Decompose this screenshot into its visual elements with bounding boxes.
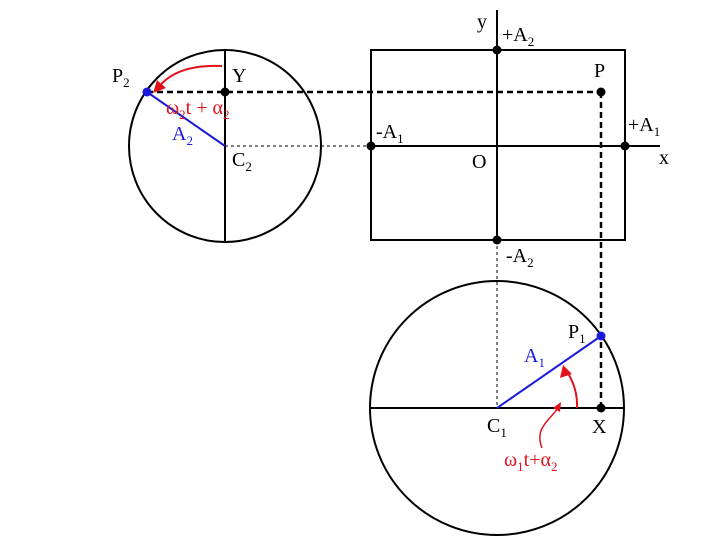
x-axis-label: x [659, 147, 669, 169]
plus-a1-dot [620, 141, 630, 151]
radius-a2-line [146, 91, 226, 147]
angle2-arc-arrow [157, 64, 223, 89]
minus-a1-label: -A1 [376, 121, 404, 146]
angle1-label: ω1t+α2 [504, 449, 558, 474]
point-y-label: Y [232, 65, 246, 87]
y-axis-label: y [477, 11, 487, 33]
angle1-arrowhead [560, 365, 572, 378]
plus-a2-dot [492, 45, 502, 55]
angle1-arc-arrow [565, 369, 579, 409]
point-p-label: P [594, 60, 605, 82]
plus-a1-label: +A1 [628, 114, 660, 139]
origin-label: O [472, 151, 486, 173]
minus-a1-dot [366, 141, 376, 151]
angle2-arrowhead [153, 80, 166, 93]
point-c1-label: C1 [487, 415, 507, 440]
point-p2-dot [142, 87, 152, 97]
radius-a1-line [496, 335, 602, 409]
minus-a2-label: -A2 [506, 245, 534, 270]
angle2-label: ω2t + α2 [166, 97, 230, 122]
point-c2-label: C2 [232, 149, 252, 174]
point-x-dot [596, 403, 606, 413]
point-p2-label: P2 [112, 65, 130, 90]
point-x-label: X [592, 416, 607, 438]
point-p-dot [596, 87, 606, 97]
point-y-dot [220, 87, 230, 97]
point-p1-dot [596, 331, 606, 341]
minus-a2-dot [492, 235, 502, 245]
radius-a1-label: A1 [524, 345, 545, 370]
point-p1-label: P1 [568, 321, 586, 346]
radius-a2-label: A2 [172, 123, 193, 148]
plus-a2-label: +A2 [502, 24, 534, 49]
angle1-pointer-curve [539, 407, 559, 449]
angle1-pointer-arrowhead [553, 402, 561, 412]
